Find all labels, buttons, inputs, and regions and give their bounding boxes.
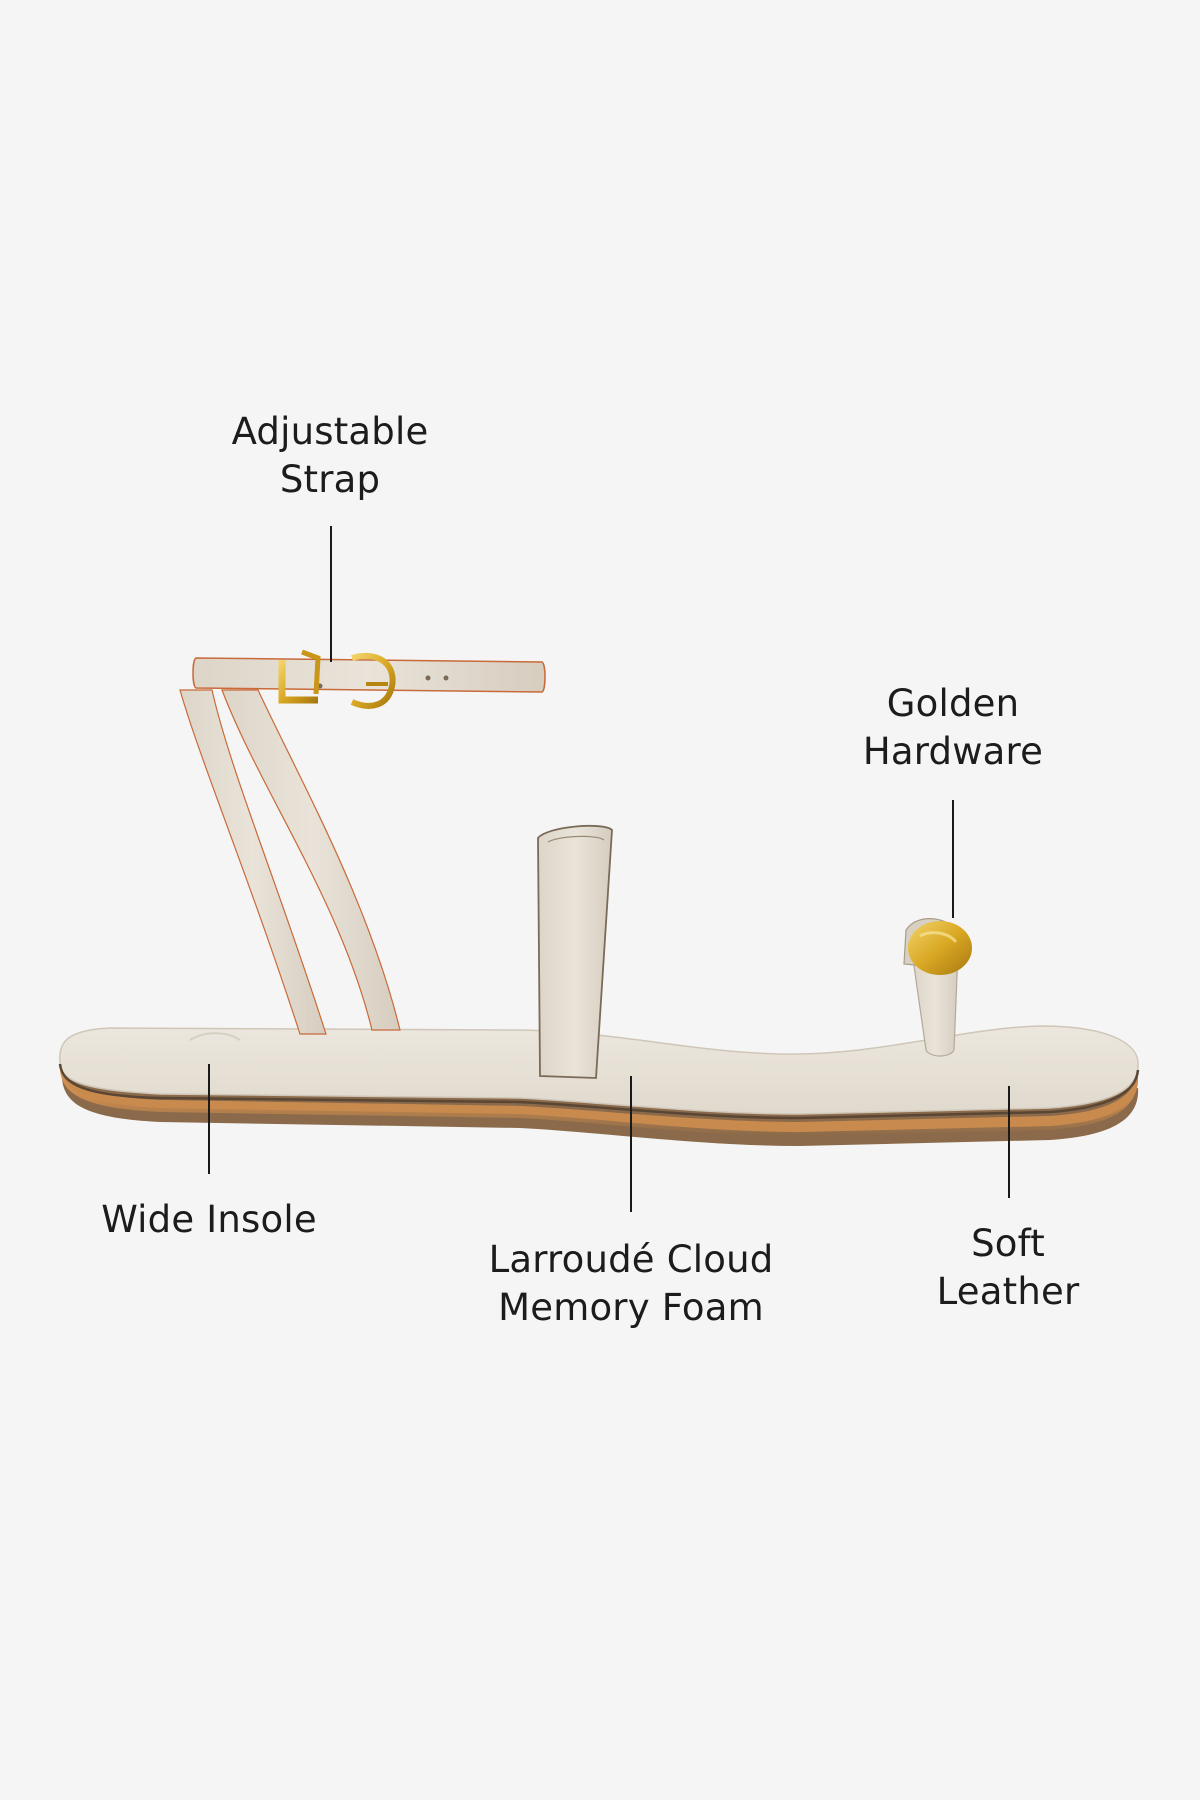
middle-strap (537, 825, 613, 1079)
golden-hardware-leader (952, 800, 954, 918)
buckle (278, 649, 396, 709)
soft-leather-leader (1008, 1086, 1010, 1198)
golden-hardware-line1: Golden (886, 682, 1020, 725)
cloud-memory-foam-line2: Memory Foam (498, 1286, 764, 1329)
sole-band (60, 1062, 1138, 1132)
golden-hardware-line2: Hardware (862, 730, 1044, 773)
soft-leather-line1: Soft (971, 1222, 1045, 1265)
adjustable-strap-leader (330, 526, 332, 662)
adjustable-strap-line2: Strap (279, 458, 381, 501)
insole (59, 1025, 1139, 1115)
cloud-memory-foam-leader (630, 1076, 632, 1212)
heel-strap-inner (221, 689, 401, 1031)
toe-post (911, 951, 959, 1057)
ankle-strap (192, 657, 546, 693)
golden-hardware (903, 918, 972, 975)
adjustable-strap-line1: Adjustable (231, 410, 429, 453)
soft-leather-label: Soft Leather (908, 1220, 1108, 1316)
midsole (59, 1062, 1138, 1136)
cloud-memory-foam-label: Larroudé Cloud Memory Foam (466, 1236, 796, 1332)
wide-insole-line1: Wide Insole (101, 1198, 317, 1241)
wide-insole-leader (208, 1064, 210, 1174)
cloud-memory-foam-line1: Larroudé Cloud (488, 1238, 774, 1281)
wide-insole-label: Wide Insole (80, 1196, 338, 1244)
soft-leather-line2: Leather (936, 1270, 1080, 1313)
golden-hardware-label: Golden Hardware (840, 680, 1066, 776)
heel-strap-outer (179, 689, 327, 1035)
adjustable-strap-label: Adjustable Strap (200, 408, 460, 504)
